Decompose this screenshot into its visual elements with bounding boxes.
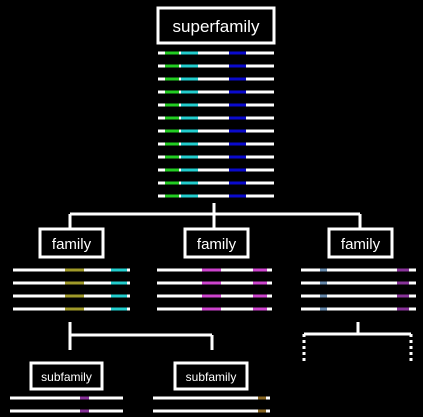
family-label-3: family (341, 236, 381, 253)
subfamily-label-2: subfamily (186, 370, 237, 384)
family-alignment-1 (13, 268, 130, 311)
family-alignment-2 (157, 268, 272, 311)
family-node-2: family (183, 227, 250, 259)
subfamily-node-2: subfamily (173, 361, 249, 391)
subfamily-node-1: subfamily (29, 361, 104, 391)
superfamily-node: superfamily (156, 6, 276, 45)
tree-connector-family-1 (68, 322, 214, 350)
family-node-1: family (38, 227, 105, 259)
tree-connector-superfamily (68, 203, 362, 228)
family-label-2: family (197, 236, 237, 253)
superfamily-label: superfamily (173, 17, 260, 36)
superfamily-alignment (158, 51, 274, 198)
subfamily-alignment-1 (10, 396, 123, 413)
family-label-1: family (52, 236, 92, 253)
subfamily-label-1: subfamily (41, 370, 92, 384)
family-node-3: family (327, 227, 394, 259)
family-alignment-3 (301, 268, 416, 311)
subfamily-alignment-2 (153, 396, 270, 413)
tree-connector-family-3 (302, 322, 413, 362)
